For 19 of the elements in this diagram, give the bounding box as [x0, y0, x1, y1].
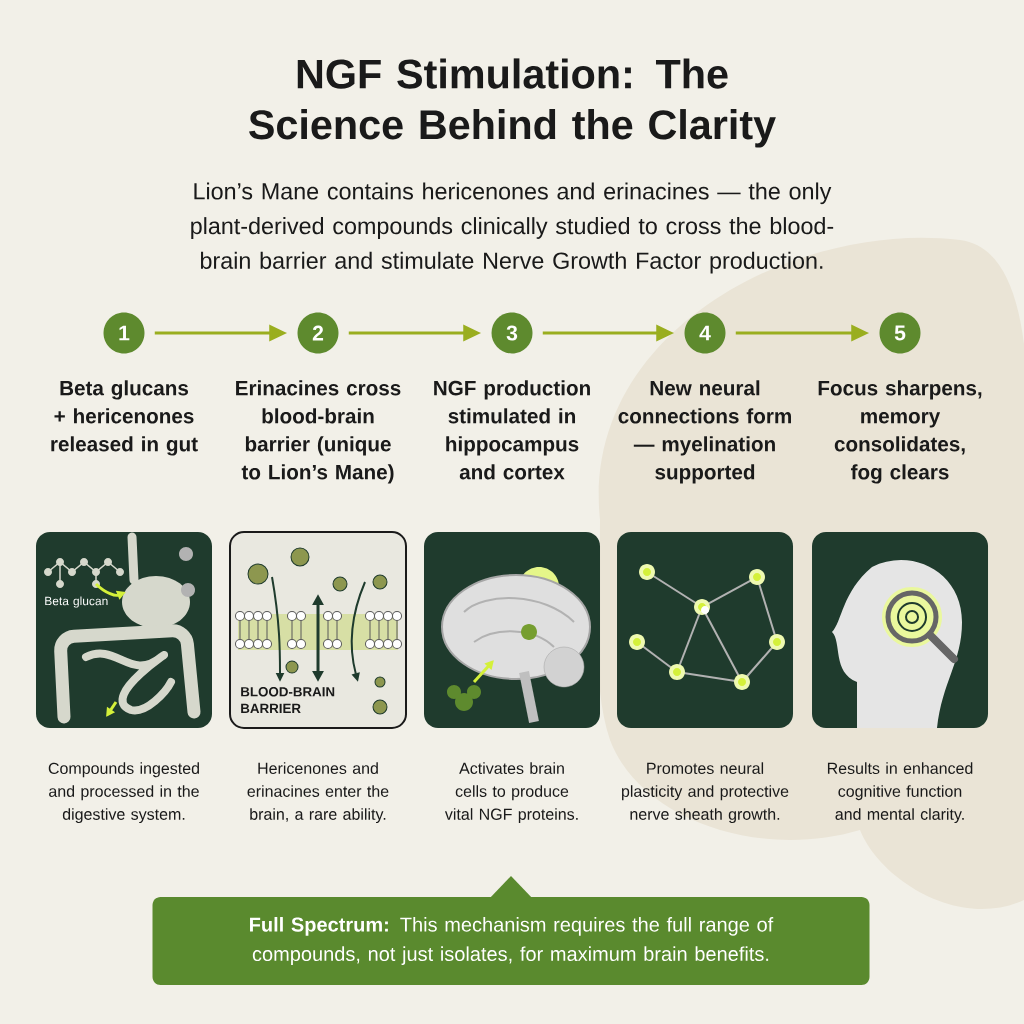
- step-description: Hericenones and erinacines enter the brain, a rare ability.: [247, 762, 389, 824]
- callout-box: Full Spectrum: This mechanism requires the full range of compounds, not just isolates, for maximum brain benefits.: [152, 876, 870, 985]
- panel-label: Beta glucan: [45, 596, 108, 608]
- step-description: Results in enhanced cognitive function and mental clarity.: [827, 762, 973, 824]
- step-description: Compounds ingested and processed in the digestive system.: [48, 762, 199, 824]
- step-heading: Focus sharpens, memory consolidates, fog clears: [818, 380, 982, 484]
- illustration-panel: [617, 532, 793, 728]
- illustration-panel: [424, 532, 600, 728]
- intro-text: Lion’s Mane contains hericenones and erinacines — the only plant-derived compounds clinically studied to cross the blood-brain barrier and stimulate Nerve Growth Factor production.: [191, 182, 834, 274]
- illustration-panel: [812, 532, 988, 728]
- illustration-panel: [229, 531, 407, 729]
- panel-label: BLOOD-BRAIN BARRIER: [241, 687, 335, 713]
- step-heading: New neural connections form — myelination supported: [618, 380, 791, 484]
- step-description: Activates brain cells to produce vital NGF proteins.: [444, 762, 578, 824]
- step-heading: Erinacines cross blood-brain barrier (unique to Lion’s Mane): [236, 380, 401, 484]
- step-heading: NGF production stimulated in hippocampus and cortex: [434, 380, 590, 480]
- step-description: Promotes neural plasticity and protective nerve sheath growth.: [622, 762, 789, 824]
- title: NGF Stimulation: The Science Behind the Clarity: [249, 58, 776, 148]
- step-heading: Beta glucans + hericenones released in gut: [51, 380, 198, 456]
